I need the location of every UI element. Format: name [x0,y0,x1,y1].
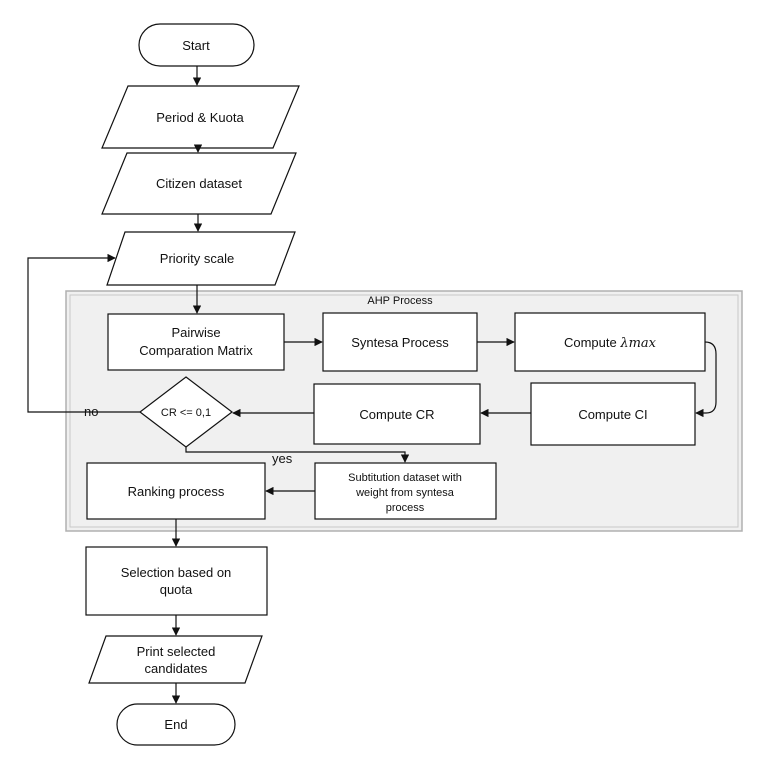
syntesa-process: Syntesa Process [322,312,478,372]
citizen-dataset-input: Citizen dataset [101,152,297,215]
ahp-frame-title: AHP Process [367,295,433,307]
print-output: Print selected candidates [88,635,263,684]
substitution-line2: weight from syntesa [355,487,455,499]
priority-scale-input: Priority scale [106,231,296,286]
yes-branch-label: yes [272,451,293,466]
substitution-dataset-process: Subtitution dataset with weight from syn… [314,462,497,520]
selection-line1: Selection based on [121,565,232,580]
compute-lambda-label: Compute λmax [564,335,657,351]
ranking-process-label: Ranking process [128,484,225,499]
compute-cr-process: Compute CR [313,383,481,445]
arrow-yes-to-substitution [185,447,410,463]
ranking-process: Ranking process [86,462,266,520]
compute-ci-label: Compute CI [578,407,647,422]
arrow-lambda-to-ci [695,341,717,418]
compute-cr-label: Compute CR [359,407,434,422]
pairwise-label-line1: Pairwise [171,325,220,340]
connectors [27,66,717,704]
priority-scale-label: Priority scale [160,251,234,266]
compute-lambda-max-process: Compute λmax [514,312,706,372]
substitution-line3: process [386,502,425,514]
lambda-max-symbol: λmax [619,336,656,351]
start-label: Start [182,38,210,53]
arrow-no-loop [27,253,140,413]
start-terminator: Start [138,23,255,67]
period-kuota-label: Period & Kuota [156,110,244,125]
period-kuota-input: Period & Kuota [101,85,300,149]
selection-process: Selection based on quota [85,546,268,616]
compute-lambda-prefix: Compute [564,335,620,350]
no-branch-label: no [84,404,98,419]
compute-ci-process: Compute CI [530,382,696,446]
print-line2: candidates [145,661,208,676]
cr-condition-label: CR <= 0,1 [161,407,211,419]
selection-line2: quota [160,582,193,597]
pairwise-label-line2: Comparation Matrix [139,343,253,358]
pairwise-matrix-process: Pairwise Comparation Matrix [107,313,285,371]
syntesa-process-label: Syntesa Process [351,335,449,350]
citizen-dataset-label: Citizen dataset [156,176,242,191]
print-line1: Print selected [137,644,216,659]
substitution-line1: Subtitution dataset with [348,472,462,484]
end-terminator: End [116,703,236,746]
end-label: End [164,717,187,732]
